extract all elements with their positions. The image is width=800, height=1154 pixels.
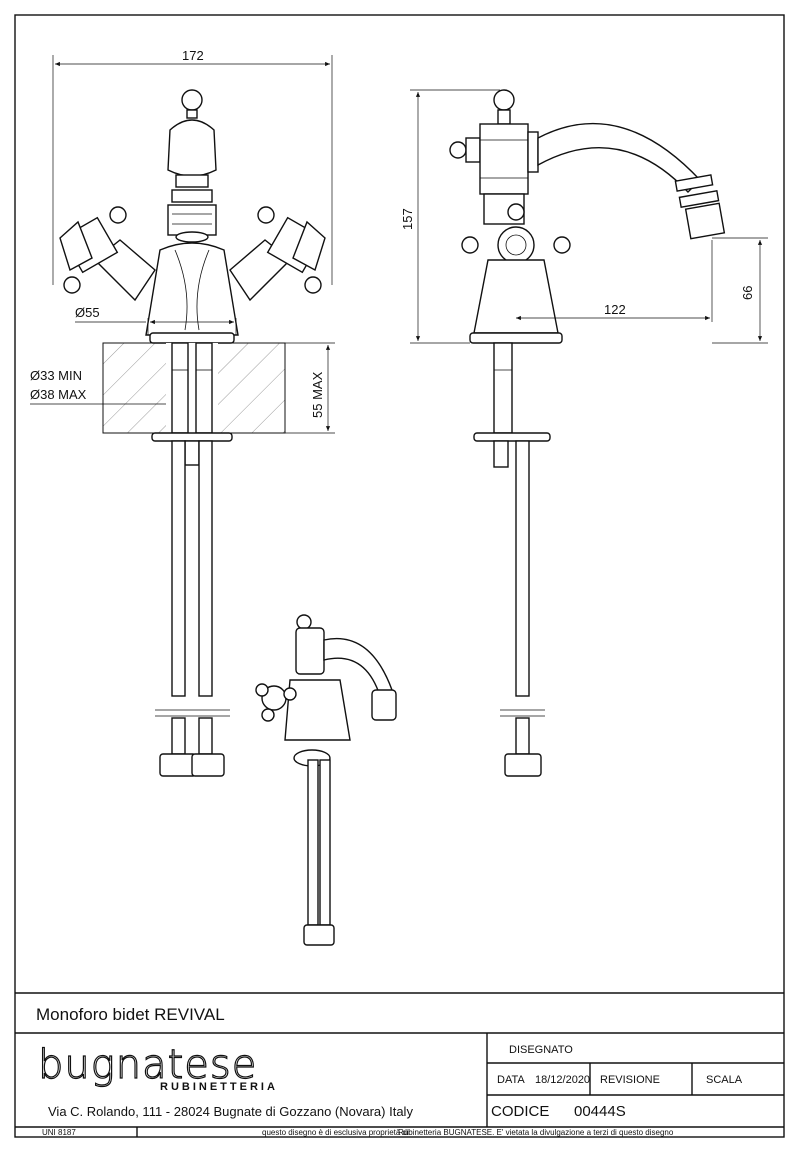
uni-label: UNI 8187 xyxy=(42,1128,76,1137)
front-right-handle xyxy=(229,206,326,302)
front-left-handle xyxy=(59,206,156,302)
footer-note-b: Rubinetteria BUGNATESE. E' vietata la di… xyxy=(398,1128,674,1137)
brand-logo: bugnatese xyxy=(38,1042,257,1088)
side-view: 157 66 122 xyxy=(400,89,768,777)
dim-122: 122 xyxy=(604,302,626,317)
dim-55-max: 55 MAX xyxy=(310,371,325,418)
disegnato-label: DISEGNATO xyxy=(509,1044,573,1056)
dim-66: 66 xyxy=(740,286,755,300)
codice-value: 00444S xyxy=(574,1103,626,1120)
revisione-label: REVISIONE xyxy=(600,1074,660,1086)
sheet-border xyxy=(14,14,785,1138)
dim-diam-55: Ø55 xyxy=(75,305,100,320)
codice-label: CODICE xyxy=(491,1103,549,1120)
scala-label: SCALA xyxy=(706,1074,743,1086)
product-title: Monoforo bidet REVIVAL xyxy=(36,1005,225,1024)
isometric-view xyxy=(255,614,397,946)
data-label: DATA xyxy=(497,1074,525,1086)
brand-subtitle: RUBINETTERIA xyxy=(160,1081,278,1093)
data-value: 18/12/2020 xyxy=(535,1074,590,1086)
company-address: Via C. Rolando, 111 - 28024 Bugnate di G… xyxy=(48,1104,413,1119)
dim-diam-38-max: Ø38 MAX xyxy=(30,387,87,402)
title-block: Monoforo bidet REVIVAL bugnatese RUBINET… xyxy=(15,992,784,1137)
footer-note-a: questo disegno è di esclusiva proprietà … xyxy=(262,1128,409,1137)
dim-172: 172 xyxy=(182,48,204,63)
dim-157: 157 xyxy=(400,208,415,230)
front-view: 172 xyxy=(30,48,335,777)
dim-diam-33-min: Ø33 MIN xyxy=(30,368,82,383)
